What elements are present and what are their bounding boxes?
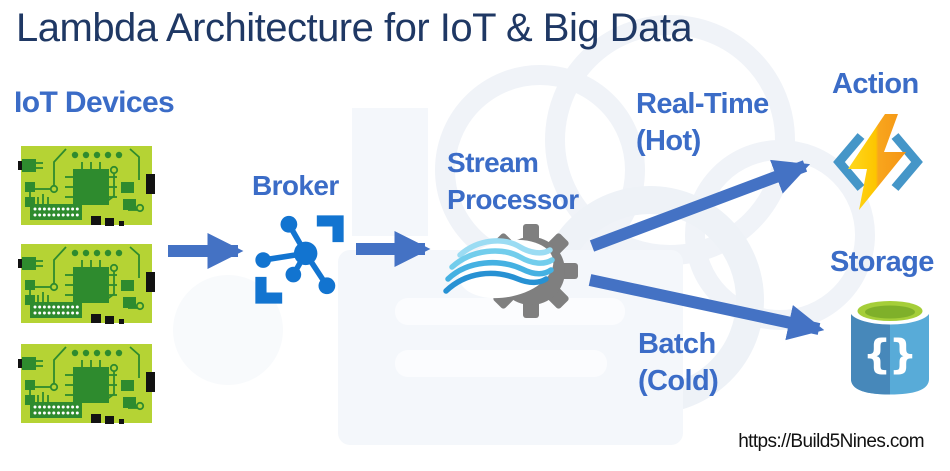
page-title: Lambda Architecture for IoT & Big Data [16,6,693,50]
arrow-stream-to-storage [588,274,825,341]
arrow-stream-to-action [589,159,811,252]
batch-cold-label-line2: (Cold) [638,365,719,397]
svg-text:{: { [863,332,891,378]
svg-text:}: } [889,332,917,378]
stream-processor-label-line1: Stream [447,147,539,178]
stream-processor-label: Stream Processor [447,144,579,218]
lightning-bolt-icon [833,114,923,210]
circuit-board-icon [18,146,155,226]
realtime-hot-label-line2: (Hot) [636,125,701,157]
right-angle-bracket [891,133,923,191]
circuit-board-icon [18,243,155,325]
site-url: https://Build5Nines.com [738,431,924,452]
realtime-hot-label: Real-Time (Hot) [636,86,769,160]
batch-cold-label: Batch (Cold) [638,326,719,400]
batch-cold-label-line1: Batch [638,328,716,360]
circuit-board-icon [18,343,155,425]
broker-label: Broker [252,170,339,201]
iot-hub-icon [255,215,344,304]
storage-label: Storage [830,246,934,278]
gear-with-waves-icon [443,224,578,318]
iot-devices-label: IoT Devices [14,86,175,119]
database-braces-icon: { } [850,297,930,395]
stream-processor-label-line2: Processor [447,184,579,215]
action-label: Action [832,68,919,100]
left-angle-bracket [833,133,865,191]
realtime-hot-label-line1: Real-Time [636,88,769,120]
